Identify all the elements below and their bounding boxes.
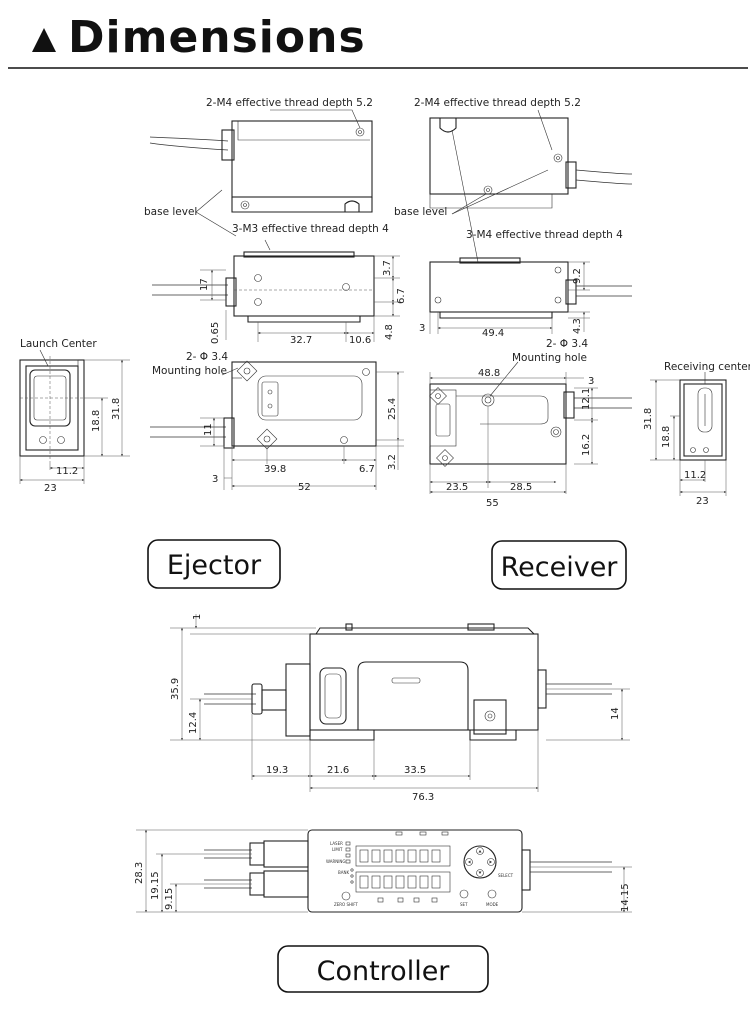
receiver-side-dim-3: 3 [419, 323, 425, 334]
controller-side-dim-76-3: 76.3 [412, 792, 434, 803]
receiver-top-view [429, 109, 633, 263]
receiver-bottom-dim-55: 55 [486, 498, 499, 509]
ejector-base-callout: base level [144, 206, 197, 218]
controller-side-dim-12-4: 12.4 [188, 712, 199, 734]
panel-label-select: SELECT [498, 873, 514, 878]
receiver-front-dim-11-2: 11.2 [684, 470, 706, 481]
receiver-side-view [429, 257, 632, 334]
controller-front-view: LASER LIMIT WARNING BANK SELECT ZERO SHI… [136, 829, 632, 913]
dpad-icon [463, 845, 497, 879]
controller-side-dim-35-9: 35.9 [170, 678, 181, 700]
receiver-bottom-dim-16-2: 16.2 [581, 434, 592, 456]
page-title: Dimensions [68, 12, 366, 63]
ejector-side-view [152, 251, 400, 342]
receiver-m4-callout: 3-M4 effective thread depth 4 [466, 229, 623, 241]
receiver-front-dim-23: 23 [696, 496, 709, 507]
ejector-top-view [149, 109, 373, 251]
controller-front-dim-9-15: 9.15 [164, 888, 175, 910]
receiver-side-dim-4-3: 4.3 [572, 318, 583, 334]
receiver-side-dim-9-2: 9.2 [572, 268, 583, 284]
panel-label-mode: MODE [486, 902, 499, 907]
controller-label: Controller [317, 956, 451, 987]
receiver-bottom-dim-3: 3 [588, 376, 594, 387]
controller-side-dim-33-5: 33.5 [404, 765, 426, 776]
ejector-side-dim-4-8: 4.8 [384, 324, 395, 340]
ejector-front-dim-31-8: 31.8 [111, 398, 122, 420]
receiver-hole-callout: Mounting hole [512, 352, 587, 364]
receiver-front-dim-31-8: 31.8 [643, 408, 654, 430]
controller-side-dim-1: 1 [192, 614, 203, 620]
panel-label-set: SET [460, 902, 468, 907]
receiver-side-dim-49-4: 49.4 [482, 328, 504, 339]
ejector-bottom-dim-11: 11 [203, 423, 214, 436]
ejector-label: Ejector [167, 550, 262, 581]
controller-front-dim-14-15: 14.15 [620, 883, 631, 912]
ejector-m3-callout: 3-M3 effective thread depth 4 [232, 223, 389, 235]
ejector-front-dim-18-8: 18.8 [91, 410, 102, 432]
ejector-side-dim-3-7: 3.7 [382, 260, 393, 276]
ejector-bottom-dim-3-2: 3.2 [387, 454, 398, 470]
ejector-side-dim-17: 17 [199, 278, 210, 291]
panel-label-zero-shift: ZERO SHIFT [334, 902, 358, 907]
ejector-label-box: Ejector [147, 539, 281, 589]
ejector-bottom-dim-3: 3 [212, 474, 218, 485]
receiver-bottom-view [429, 361, 632, 494]
receiving-center-label: Receiving center [664, 361, 750, 373]
receiver-bottom-dim-23-5: 23.5 [446, 482, 468, 493]
receiver-label-box: Receiver [491, 540, 627, 590]
controller-side-dim-14: 14 [610, 707, 621, 720]
ejector-bottom-dim-25-4: 25.4 [387, 398, 398, 420]
receiver-base-callout: base level [394, 206, 447, 218]
ejector-bottom-dim-52: 52 [298, 482, 311, 493]
receiver-bottom-dim-48-8: 48.8 [478, 368, 500, 379]
receiver-front-view [650, 372, 727, 496]
panel-label-limit: LIMIT [332, 847, 343, 852]
receiver-front-dim-18-8: 18.8 [661, 426, 672, 448]
ejector-front-dim-23: 23 [44, 483, 57, 494]
receiver-thread-callout: 2-M4 effective thread depth 5.2 [414, 97, 581, 109]
controller-side-view [170, 614, 630, 792]
controller-front-dim-28-3: 28.3 [134, 862, 145, 884]
controller-side-dim-19-3: 19.3 [266, 765, 288, 776]
ejector-hole-callout: Mounting hole [152, 365, 227, 377]
triangle-icon [32, 28, 56, 52]
controller-label-box: Controller [277, 945, 489, 993]
ejector-bottom-view [150, 360, 404, 490]
launch-center-label: Launch Center [20, 338, 97, 350]
ejector-hole-count-callout: 2- Φ 3.4 [186, 351, 228, 363]
controller-side-dim-21-6: 21.6 [327, 765, 349, 776]
display-digits-top [359, 849, 441, 863]
ejector-bottom-dim-39-8: 39.8 [264, 464, 286, 475]
panel-label-bank: BANK [338, 870, 349, 875]
panel-label-laser: LASER [330, 841, 343, 846]
controller-front-dim-19-15: 19.15 [150, 871, 161, 900]
display-digits-bottom [359, 875, 441, 889]
receiver-bottom-dim-28-5: 28.5 [510, 482, 532, 493]
ejector-side-dim-10-6: 10.6 [349, 335, 371, 346]
ejector-front-dim-11-2: 11.2 [56, 466, 78, 477]
receiver-label: Receiver [501, 552, 619, 583]
ejector-front-view [19, 349, 130, 484]
panel-label-warning: WARNING [326, 859, 346, 864]
receiver-hole-count-callout: 2- Φ 3.4 [546, 338, 588, 350]
page-header: Dimensions [8, 12, 748, 69]
ejector-side-dim-32-7: 32.7 [290, 335, 312, 346]
receiver-bottom-dim-12-1: 12.1 [581, 388, 592, 410]
ejector-side-dim-0-65: 0.65 [210, 322, 221, 344]
ejector-thread-callout: 2-M4 effective thread depth 5.2 [206, 97, 373, 109]
ejector-bottom-dim-6-7: 6.7 [359, 464, 375, 475]
ejector-side-dim-6-7: 6.7 [396, 288, 407, 304]
